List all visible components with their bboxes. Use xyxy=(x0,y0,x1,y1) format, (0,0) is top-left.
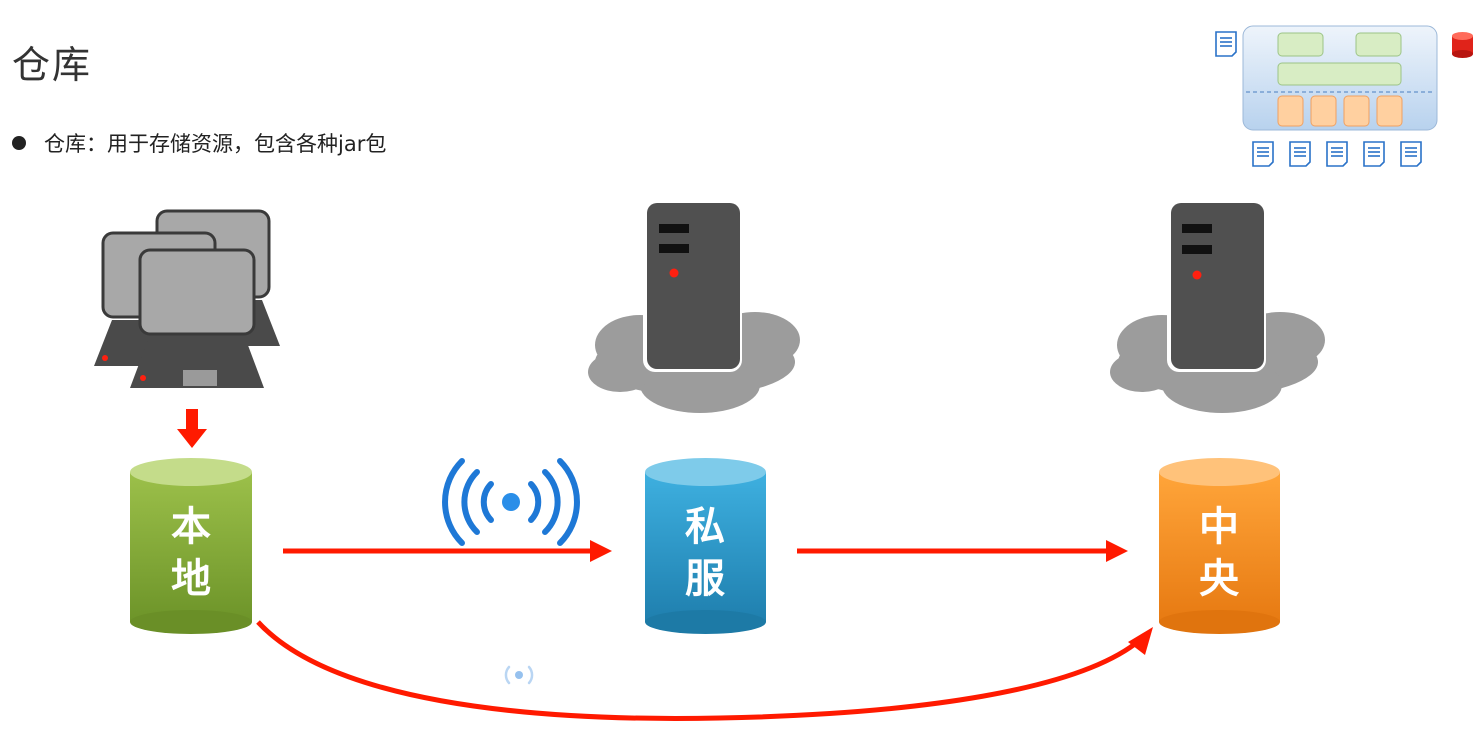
bullet-dot xyxy=(12,136,26,150)
wifi-icon xyxy=(442,458,580,546)
document-icon-row xyxy=(1252,141,1422,167)
arrow-local-to-central xyxy=(256,620,1153,721)
server-icon xyxy=(643,201,742,372)
central-repository: 中 央 xyxy=(1159,458,1280,634)
down-arrow xyxy=(177,409,207,448)
private-label-2: 服 xyxy=(685,556,725,602)
local-label-2: 地 xyxy=(171,556,211,602)
architecture-thumbnail xyxy=(1242,25,1438,131)
private-label-1: 私 xyxy=(685,504,725,550)
central-label-1: 中 xyxy=(1199,504,1239,550)
local-repository: 本 地 xyxy=(130,458,252,634)
server-icon xyxy=(1167,201,1266,372)
page-title: 仓库 xyxy=(12,43,93,87)
bullet-text: 仓库：用于存储资源，包含各种jar包 xyxy=(44,132,387,156)
document-icon xyxy=(1215,31,1237,57)
wifi-icon-faded xyxy=(504,665,534,685)
private-repository: 私 服 xyxy=(645,458,766,634)
local-label-1: 本 xyxy=(171,504,211,550)
arrow-private-to-central xyxy=(797,540,1128,562)
computers-icon xyxy=(94,209,280,388)
bullet-item: 仓库：用于存储资源，包含各种jar包 xyxy=(12,128,386,158)
central-label-2: 央 xyxy=(1199,556,1240,602)
arrow-local-to-private xyxy=(283,540,612,562)
database-icon xyxy=(1452,32,1473,58)
